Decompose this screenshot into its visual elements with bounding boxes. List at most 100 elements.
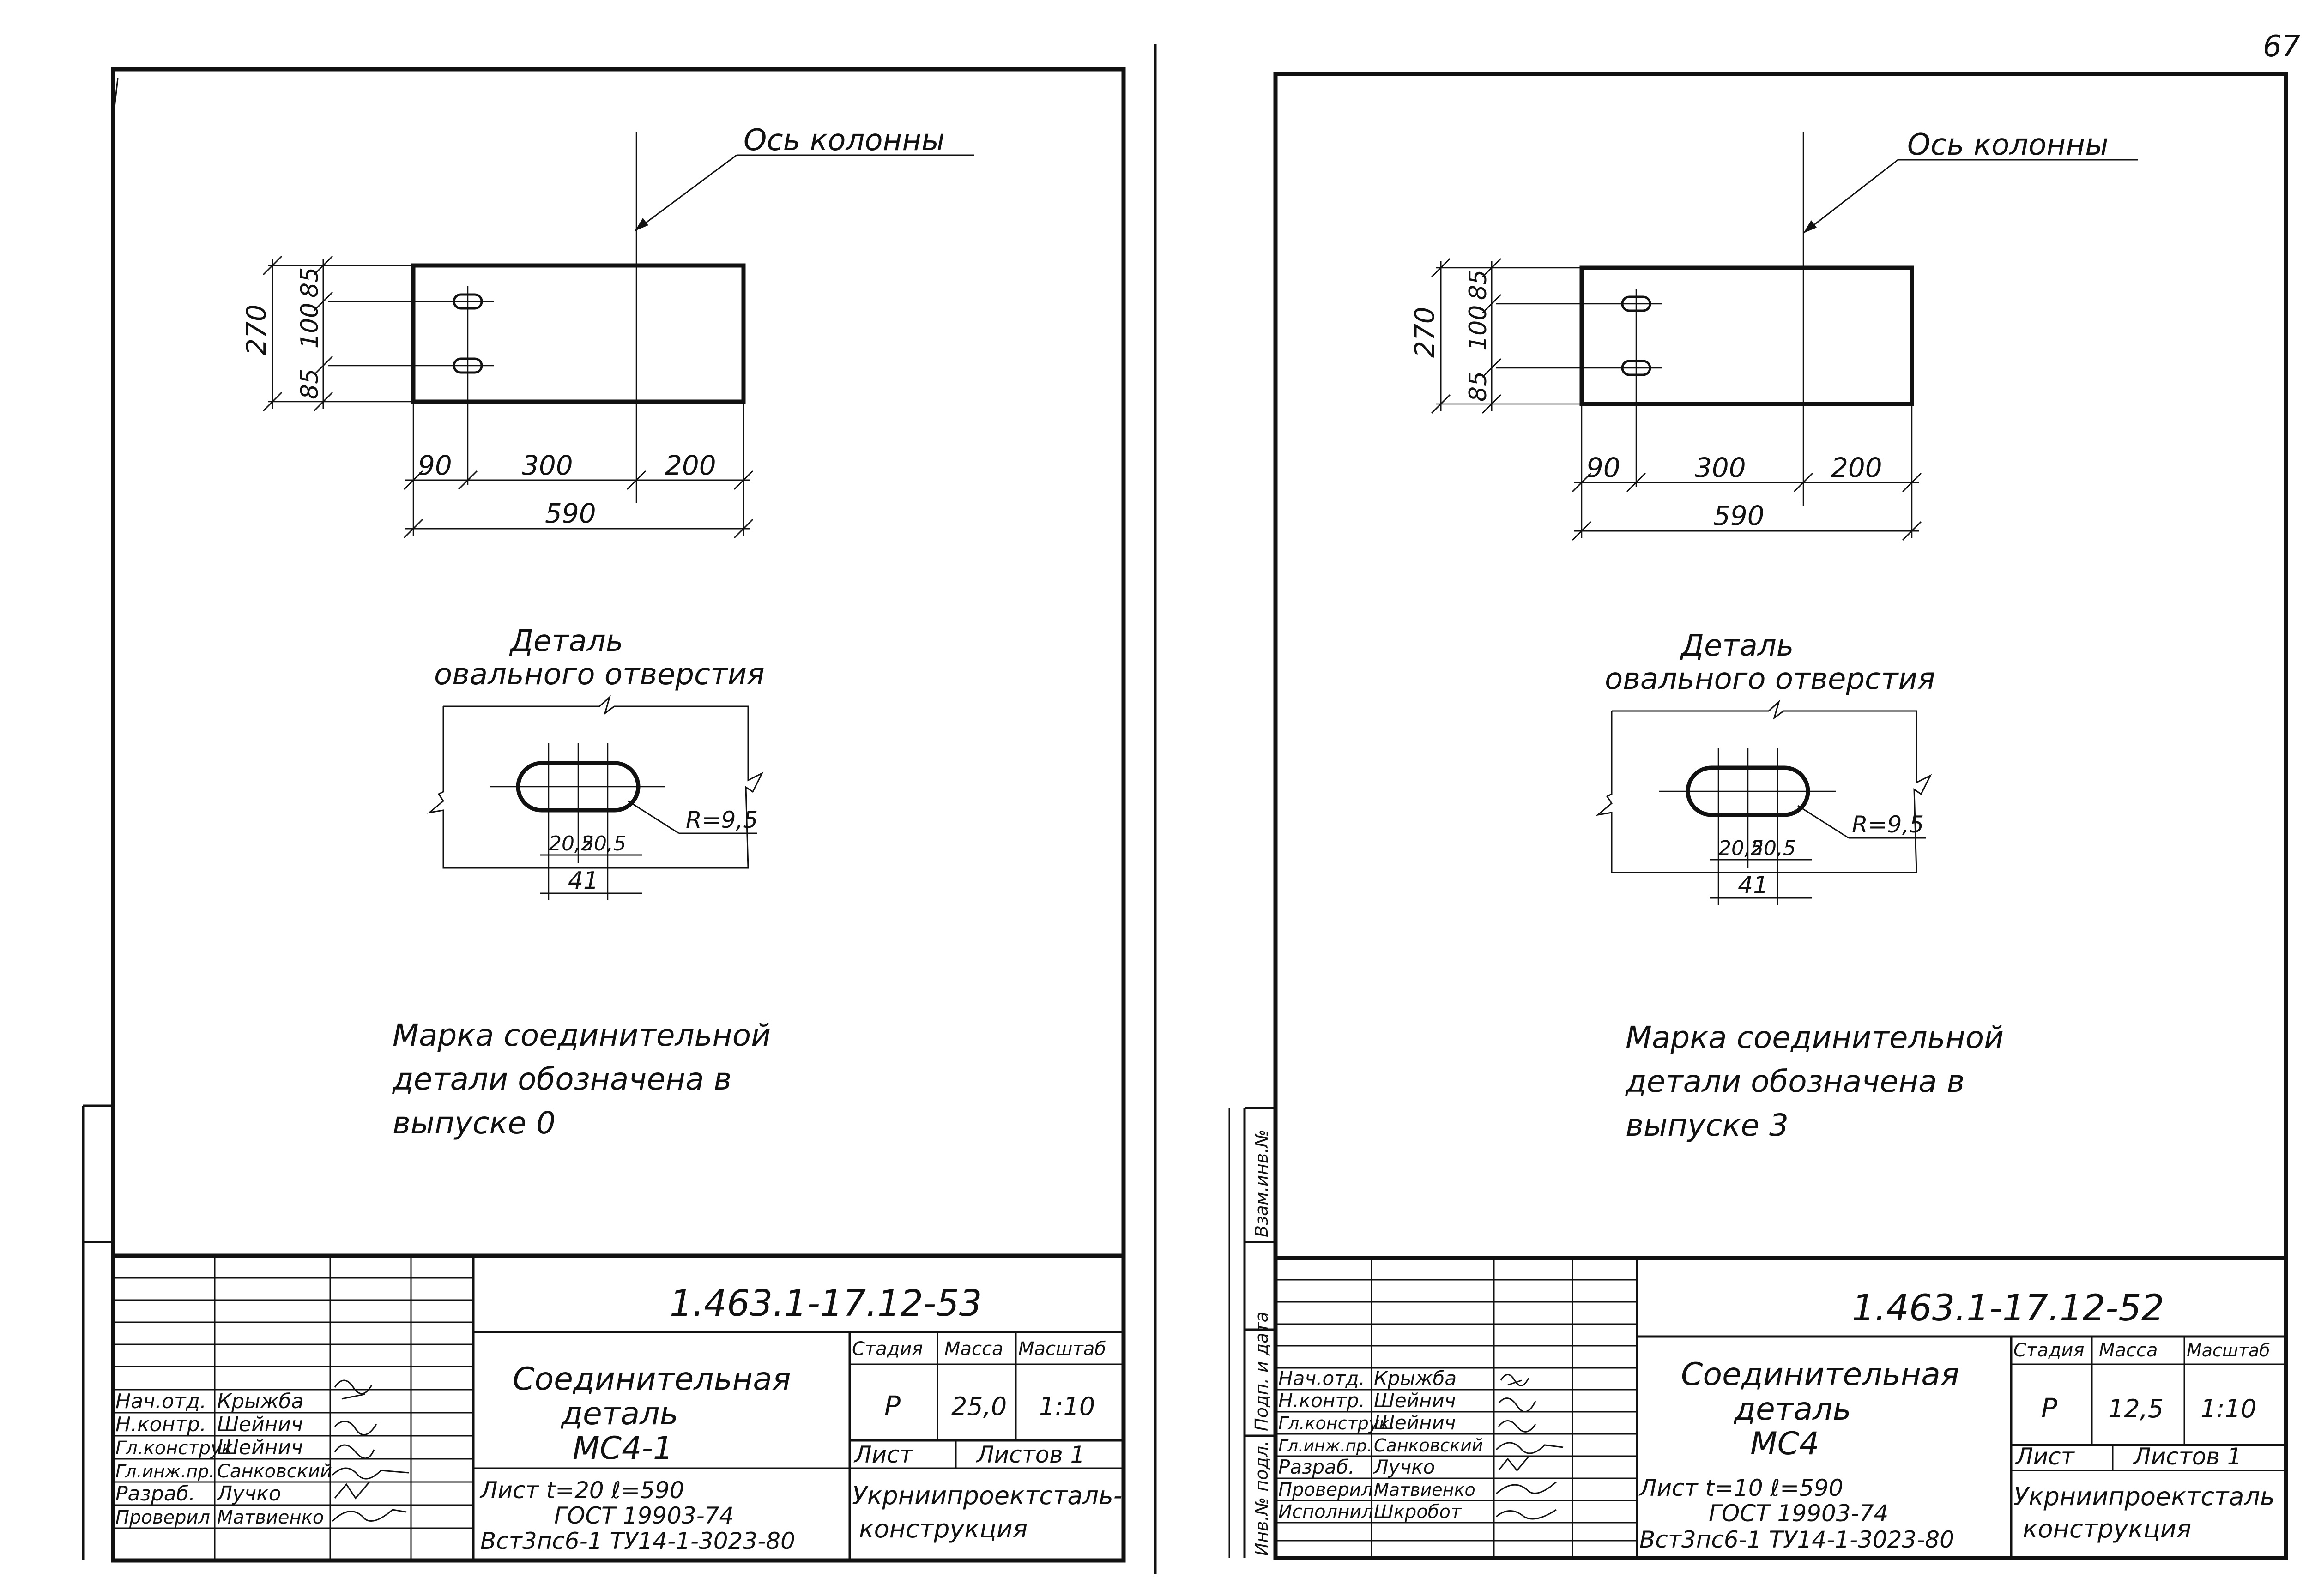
drawing-label: Гл.инж.пр.	[115, 1461, 214, 1482]
drawing-label: 85	[296, 369, 324, 399]
stage-value: Р	[884, 1390, 901, 1421]
right-title-block: 1.463.1-17.12-52 Соединительная деталь М…	[1275, 1256, 2286, 1558]
drawing-label: МС4	[1750, 1426, 1819, 1462]
stage-value: Р	[2041, 1392, 2057, 1424]
drawing-label: R=9,5	[686, 807, 758, 833]
axis-label: Ось колонны	[743, 123, 945, 157]
drawing-label: Шейнич	[217, 1413, 303, 1436]
oval-hole-detail: Деталь овального отверстия 20,5 20,5 41 …	[1595, 629, 1935, 905]
signature-scribbles	[1495, 1374, 1564, 1520]
drawing-label: Нач.отд.	[1278, 1367, 1365, 1390]
note: Марка соединительной детали обозначена в…	[392, 1018, 771, 1141]
scale-value: 1:10	[2200, 1394, 2256, 1423]
drawing-label: Гл.конструк.	[115, 1438, 239, 1459]
drawing-label: Разраб.	[1278, 1456, 1354, 1478]
drawing-label: 590	[545, 498, 596, 529]
drawing-label: Шейнич	[1374, 1389, 1456, 1412]
drawing-label: Марка соединительной	[1626, 1020, 2004, 1055]
drawing-label: Взам.инв.№	[1251, 1129, 1272, 1237]
horizontal-dimensions: 90 300 200 590	[1572, 404, 1922, 541]
drawing-label: 85	[296, 267, 324, 298]
right-sheet: Взам.инв.№ Подп. и дата Инв.№ подл. Ось …	[1228, 72, 2288, 1560]
drawing-label: Матвиенко	[1374, 1480, 1475, 1500]
drawing-label: деталь	[1734, 1391, 1851, 1427]
drawing-label: ГОСТ 19903-74	[554, 1502, 734, 1529]
drawing-label: Матвиенко	[217, 1507, 324, 1528]
drawing-label: Масса	[944, 1338, 1003, 1360]
drawing-label: Стадия	[852, 1338, 923, 1360]
drawing-label: 41	[1738, 872, 1768, 899]
drawing-label: Н.контр.	[1278, 1389, 1365, 1412]
drawing-label: МС4-1	[573, 1430, 673, 1467]
drawing-label: Лист	[853, 1441, 914, 1468]
drawing-label: 20,5	[549, 832, 594, 855]
drawing-label: Гл.конструк.	[1278, 1413, 1395, 1433]
drawing-label: Масштаб	[2187, 1340, 2270, 1361]
mass-value: 25,0	[951, 1392, 1007, 1421]
doc-code: 1.463.1-17.12-52	[1852, 1288, 2164, 1329]
drawing-label: 270	[1409, 307, 1440, 358]
drawing-label: Укрниипроектсталь-	[852, 1481, 1122, 1510]
drawing-label: Гл.инж.пр.	[1278, 1437, 1372, 1456]
drawing-label: Лист t=20 ℓ=590	[479, 1477, 684, 1504]
oval-hole-detail: Деталь овального отверстия 20,5 20,5 41 …	[427, 624, 765, 900]
right-frame	[1273, 72, 2288, 1560]
drawing-label: 20,5	[1751, 837, 1796, 860]
drawing-label: Крыжба	[217, 1390, 304, 1413]
drawing-label: Санковский	[217, 1461, 332, 1482]
drawing-label: овального отверстия	[1605, 662, 1935, 696]
drawing-label: 590	[1713, 500, 1765, 531]
left-title-block: 1.463.1-17.12-53 Соединительная деталь М…	[113, 1253, 1124, 1560]
drawing-label: Н.контр.	[115, 1413, 206, 1436]
drawing-label: Деталь	[509, 624, 623, 658]
horizontal-dimensions: 90 300 200 590	[403, 402, 754, 539]
scale-value: 1:10	[1039, 1392, 1095, 1421]
vertical-dimensions: 270 85 100 85	[241, 255, 413, 412]
note: Марка соединительной детали обозначена в…	[1625, 1020, 2004, 1143]
drawing-label: выпуске 3	[1626, 1108, 1789, 1143]
drawing-label: Масштаб	[1018, 1338, 1106, 1360]
drawing-label: 20,5	[581, 832, 626, 855]
drawing-label: Листов 1	[2133, 1443, 2242, 1470]
left-frame	[111, 67, 1126, 1563]
drawing-label: Лучко	[216, 1482, 281, 1506]
drawing-label: конструкция	[2023, 1514, 2191, 1543]
plate-outline	[1579, 265, 1914, 406]
drawing-label: 200	[1831, 452, 1882, 483]
drawing-label: Марка соединительной	[393, 1018, 771, 1053]
page-number: 67	[2263, 30, 2301, 64]
drawing-label: Шкробот	[1374, 1501, 1462, 1523]
drawing-label: Лучко	[1373, 1456, 1435, 1478]
drawing-label: Проверил	[115, 1507, 210, 1528]
left-sheet: Ось колонны 270 85 100 85	[82, 67, 1126, 1563]
drawing-label: 20,5	[1718, 837, 1764, 860]
drawing-label: Шейнич	[217, 1436, 303, 1459]
drawing-label: 200	[665, 450, 716, 481]
side-stamp: Взам.инв.№ Подп. и дата Инв.№ подл.	[1228, 1107, 1275, 1558]
drawing-label: Нач.отд.	[115, 1390, 206, 1413]
drawing-label: Инв.№ подл.	[1251, 1440, 1272, 1556]
drawing-label: Подп. и дата	[1251, 1312, 1272, 1431]
drawing-label: детали обозначена в	[392, 1061, 731, 1097]
drawing-label: 300	[522, 450, 573, 481]
drawing-label: конструкция	[859, 1514, 1028, 1543]
drawing-label: Разраб.	[115, 1482, 195, 1506]
drawing-label: Крыжба	[1374, 1367, 1457, 1390]
drawing-label: 100	[296, 303, 324, 349]
drawing-label: выпуске 0	[393, 1105, 556, 1141]
drawing-label: 85	[1464, 371, 1492, 402]
drawing-label: Шейнич	[1374, 1411, 1456, 1434]
drawing-label: овального отверстия	[434, 657, 765, 692]
drawing-label: ГОСТ 19903-74	[1709, 1500, 1888, 1527]
drawing-label: Стадия	[2013, 1340, 2084, 1361]
drawing-label: 300	[1695, 452, 1746, 483]
drawing-label: Санковский	[1374, 1435, 1483, 1456]
drawing-label: Лист t=10 ℓ=590	[1638, 1475, 1844, 1501]
signature-scribbles	[332, 1379, 409, 1522]
drawing-name: Соединительная	[513, 1361, 791, 1397]
doc-code: 1.463.1-17.12-53	[670, 1283, 982, 1325]
drawing-label: детали обозначена в	[1625, 1064, 1964, 1099]
axis-label: Ось колонны	[1907, 128, 2109, 162]
drawing-label: 100	[1464, 305, 1492, 351]
drawing-label: Масса	[2099, 1340, 2158, 1361]
